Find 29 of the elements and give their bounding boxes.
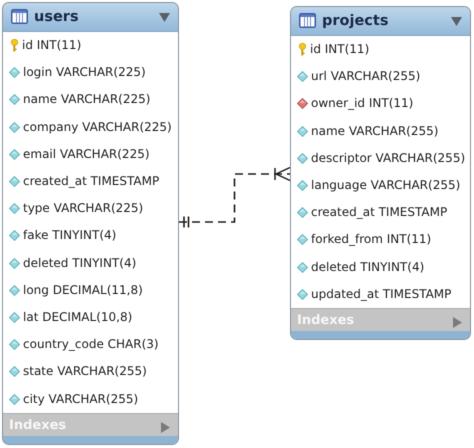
column-definition: url VARCHAR(255) — [311, 69, 420, 84]
column-definition: email VARCHAR(225) — [23, 146, 150, 162]
table-name: users — [34, 8, 79, 26]
table-box — [2, 2, 179, 445]
column-definition: deleted TINYINT(4) — [23, 256, 136, 271]
column-definition: fake TINYINT(4) — [23, 228, 116, 244]
column-definition: id INT(11) — [310, 42, 370, 58]
column-definition: company VARCHAR(225) — [23, 120, 172, 135]
column-definition: created_at TIMESTAMP — [23, 174, 160, 190]
relationship-line — [179, 166, 291, 228]
column-definition: forked_from INT(11) — [311, 232, 432, 248]
column-definition: language VARCHAR(255) — [311, 178, 460, 194]
column-definition: login VARCHAR(225) — [23, 65, 146, 80]
column-definition: long DECIMAL(11,8) — [23, 282, 143, 298]
column-definition: country_code CHAR(3) — [23, 337, 159, 352]
table-box — [290, 6, 471, 340]
column-definition: name VARCHAR(225) — [23, 92, 150, 108]
column-definition: deleted TINYINT(4) — [311, 260, 424, 275]
column-definition: id INT(11) — [22, 38, 82, 54]
table-name: projects — [322, 12, 388, 30]
column-definition: state VARCHAR(255) — [23, 364, 147, 380]
column-definition: lat DECIMAL(10,8) — [23, 310, 132, 326]
column-definition: descriptor VARCHAR(255) — [311, 150, 466, 166]
column-definition: updated_at TIMESTAMP — [311, 286, 452, 302]
column-definition: name VARCHAR(255) — [311, 124, 438, 139]
column-definition: city VARCHAR(255) — [23, 392, 138, 407]
column-definition: type VARCHAR(225) — [23, 201, 144, 216]
column-definition: created_at TIMESTAMP — [311, 205, 448, 220]
column-definition: owner_id INT(11) — [311, 96, 414, 112]
